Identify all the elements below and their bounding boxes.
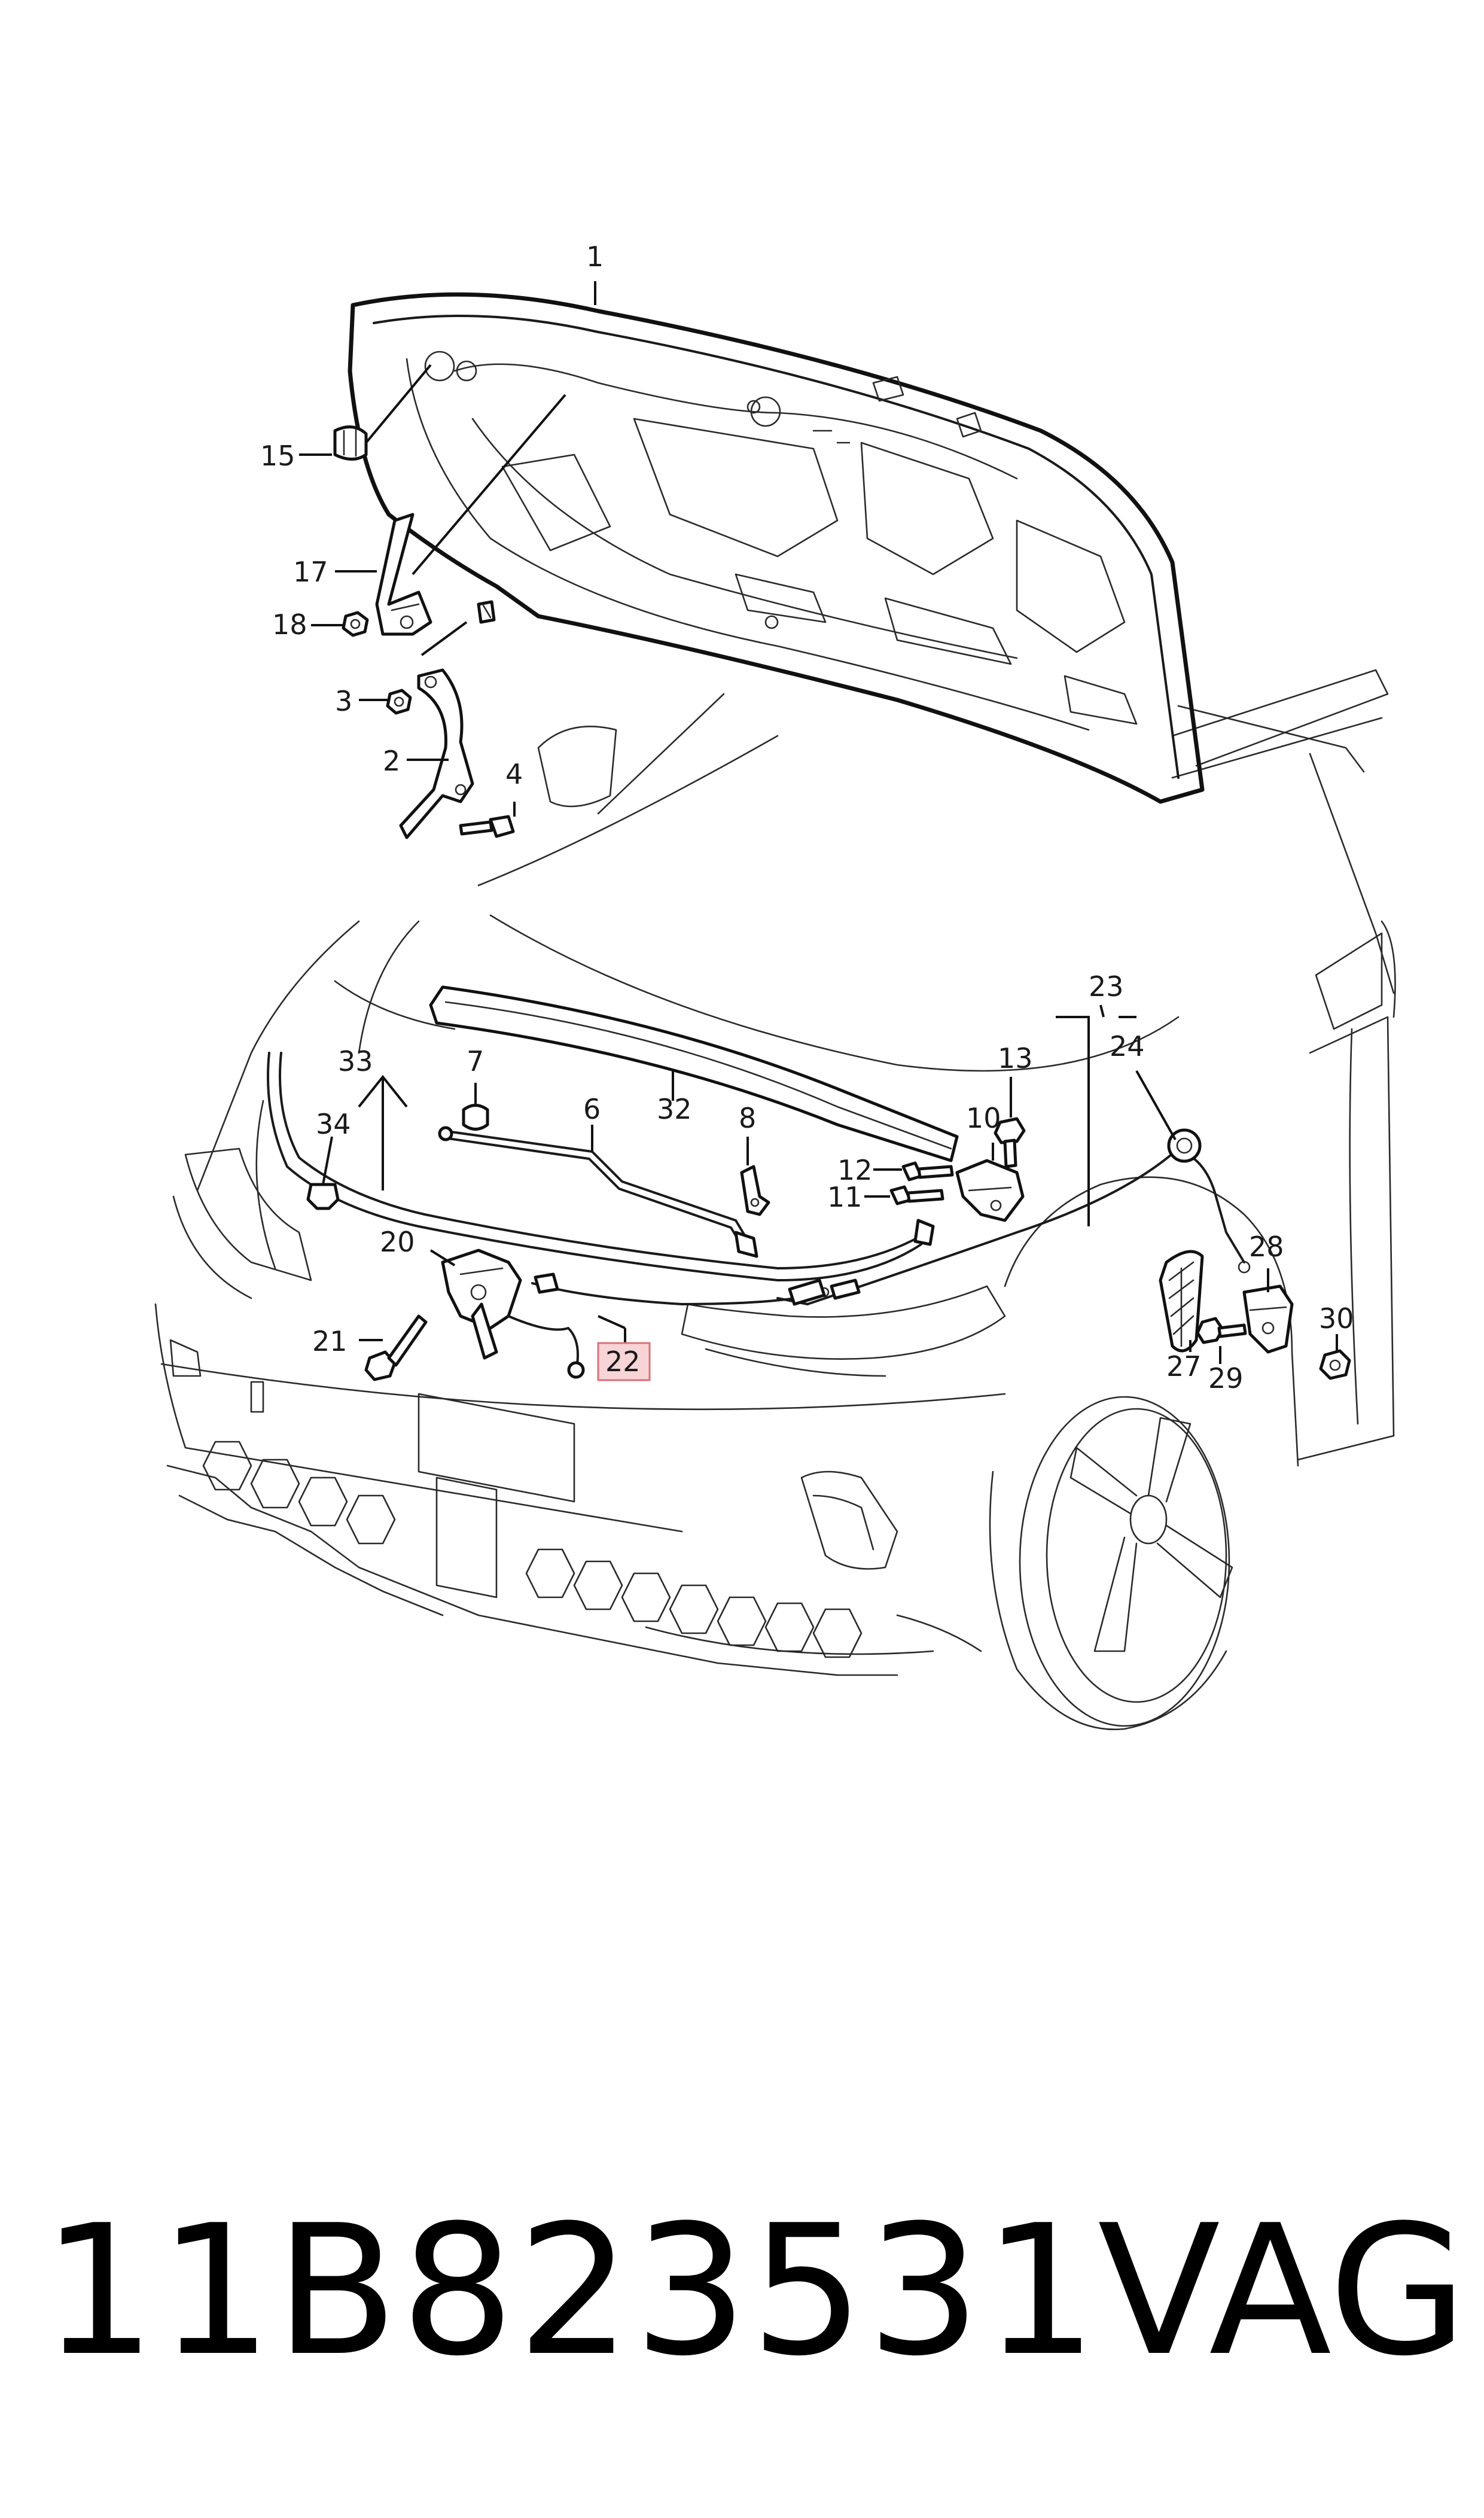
bolt-4[interactable] bbox=[459, 815, 515, 838]
hood-lock-20[interactable] bbox=[441, 1249, 522, 1360]
callout-3: 3 bbox=[335, 685, 352, 717]
hood-panel[interactable] bbox=[348, 292, 1205, 804]
callout-labels: 1 15 17 18 3 2 4 33 34 7 6 32 8 13 10 12… bbox=[260, 240, 1354, 1395]
callout-1: 1 bbox=[586, 240, 604, 273]
callout-13: 13 bbox=[998, 1042, 1033, 1074]
callout-27: 27 bbox=[1166, 1350, 1202, 1383]
callout-15: 15 bbox=[260, 440, 295, 472]
hood-prop-rod[interactable] bbox=[438, 1126, 758, 1258]
rod-clip-8[interactable] bbox=[740, 1165, 770, 1216]
callout-22-highlight bbox=[597, 1342, 651, 1381]
callout-20: 20 bbox=[380, 1226, 415, 1258]
bolt-13[interactable] bbox=[994, 1117, 1026, 1168]
vehicle-body-outline bbox=[154, 669, 1396, 1731]
callout-24: 24 bbox=[1110, 1030, 1145, 1062]
callout-18: 18 bbox=[272, 608, 307, 641]
latch-27[interactable] bbox=[1159, 1250, 1204, 1353]
front-trim-seal[interactable] bbox=[267, 1052, 935, 1281]
nut-3[interactable] bbox=[386, 689, 412, 715]
lock-cable-22[interactable] bbox=[507, 1272, 826, 1379]
bolt-11[interactable] bbox=[889, 1185, 944, 1205]
nut-18[interactable] bbox=[342, 611, 369, 637]
callout-10: 10 bbox=[966, 1102, 1001, 1134]
callout-34: 34 bbox=[316, 1108, 351, 1140]
release-cable[interactable] bbox=[776, 1128, 1251, 1305]
lock-bracket-10[interactable] bbox=[955, 1159, 1025, 1222]
callout-30: 30 bbox=[1319, 1302, 1354, 1335]
leader-lines bbox=[299, 281, 1338, 1364]
bracket-28[interactable] bbox=[1242, 1284, 1294, 1354]
callout-22: 22 bbox=[605, 1345, 641, 1378]
callout-28: 28 bbox=[1249, 1231, 1284, 1263]
callout-21: 21 bbox=[312, 1325, 348, 1357]
callout-23: 23 bbox=[1089, 970, 1124, 1003]
callout-8: 8 bbox=[739, 1102, 756, 1134]
callout-29: 29 bbox=[1208, 1362, 1244, 1395]
rubber-buffer[interactable] bbox=[333, 425, 368, 461]
callout-17: 17 bbox=[293, 556, 328, 588]
bolt-21[interactable] bbox=[364, 1314, 428, 1381]
front-wheel bbox=[1019, 1396, 1233, 1727]
lower-grille bbox=[166, 1441, 898, 1676]
hood-hinge[interactable] bbox=[399, 668, 474, 839]
part-number-text: 11B823531 bbox=[42, 2187, 1100, 2395]
callout-33: 33 bbox=[338, 1045, 373, 1077]
buffer-7[interactable] bbox=[462, 1104, 489, 1131]
callout-7: 7 bbox=[467, 1045, 484, 1077]
callout-2: 2 bbox=[383, 745, 400, 777]
nut-30[interactable] bbox=[1319, 1349, 1351, 1380]
hinge-stud[interactable] bbox=[477, 600, 496, 624]
callout-32: 32 bbox=[657, 1093, 692, 1125]
bolt-12[interactable] bbox=[901, 1161, 954, 1182]
bolt-29[interactable] bbox=[1196, 1317, 1247, 1344]
clip-34[interactable] bbox=[306, 1183, 340, 1210]
hinge-bracket-upper[interactable] bbox=[375, 513, 432, 636]
seal-strip[interactable] bbox=[429, 985, 959, 1162]
callout-12: 12 bbox=[837, 1154, 873, 1186]
brand-text: VAG bbox=[1098, 2187, 1468, 2395]
callout-11: 11 bbox=[827, 1181, 863, 1213]
callout-4: 4 bbox=[505, 758, 523, 790]
callout-6: 6 bbox=[583, 1093, 601, 1125]
